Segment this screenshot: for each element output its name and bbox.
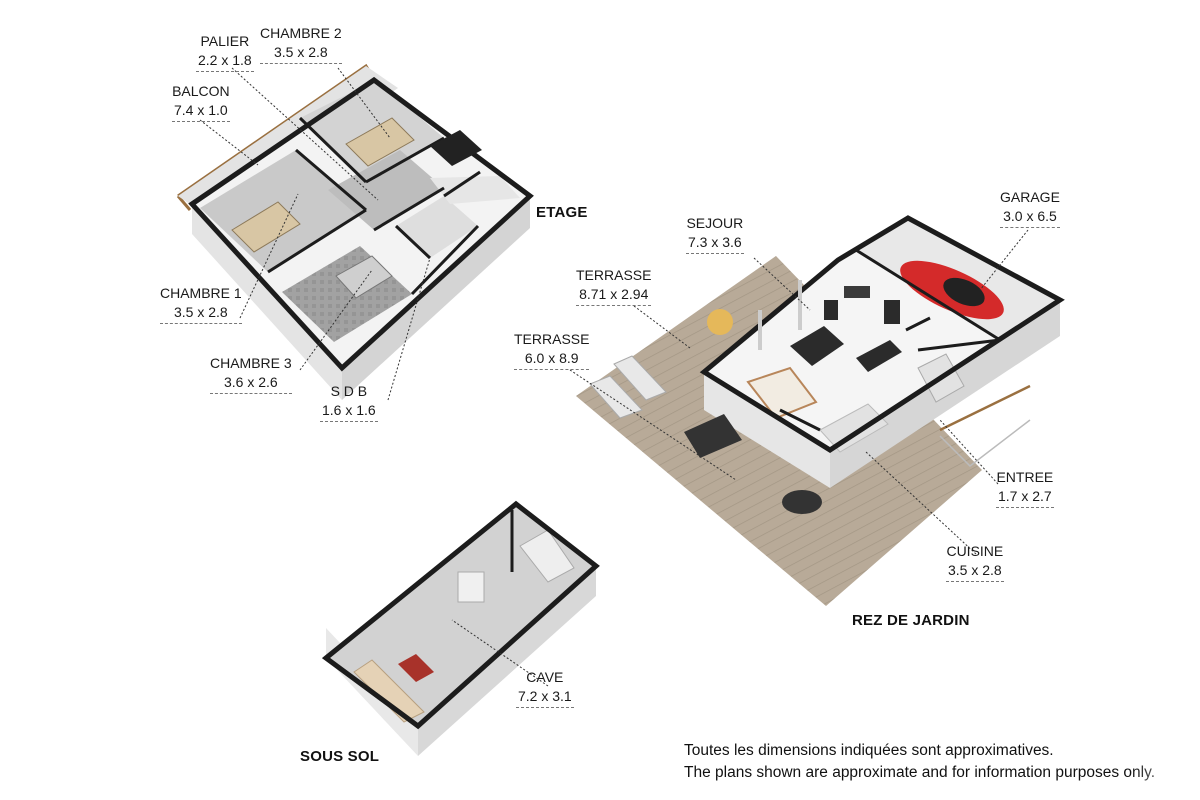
floor-title-rez-de-jardin: REZ DE JARDIN [852,612,970,629]
label-leader-lines [199,67,1029,687]
terrace-dining-table [684,414,742,458]
room-label-cuisine: CUISINE 3.5 x 2.8 [946,542,1004,582]
room-dimensions: 1.7 x 2.7 [996,487,1054,508]
bed-chambre-1 [231,201,301,253]
disclaimer-english: The plans shown are approximate and for … [684,764,1156,781]
sous-sol-floor-plan [321,500,600,756]
room-label-sejour: SEJOUR 7.3 x 3.6 [686,214,744,254]
floor-title-sous-sol: SOUS SOL [300,748,380,765]
room-name: CHAMBRE 2 [260,25,342,41]
sun-lounger-2 [613,355,667,401]
round-table-yellow [707,309,733,335]
room-label-entree: ENTREE 1.7 x 2.7 [996,468,1054,508]
boiler [457,571,485,603]
room-dimensions: 3.5 x 2.8 [260,43,342,64]
dining-table [746,366,818,420]
room-name: CUISINE [946,543,1004,559]
room-label-sdb: S D B 1.6 x 1.6 [320,382,378,422]
room-name: PALIER [200,33,250,49]
floor-title-etage: ETAGE [536,204,588,221]
room-dimensions: 3.5 x 2.8 [160,303,242,324]
etage-interior-walls [267,116,481,296]
kitchen-counter [819,403,889,453]
rez-outer-walls [699,215,1065,453]
room-dimensions: 7.3 x 3.6 [686,233,744,254]
room-name: ENTREE [996,469,1054,485]
room-name: TERRASSE [576,267,652,283]
tv-unit [844,286,870,298]
room-name: SEJOUR [686,215,744,231]
bed-chambre-3 [335,255,393,299]
terrace-round-table [782,490,822,514]
room-label-cave: CAVE 7.2 x 3.1 [516,668,574,708]
room-dimensions: 3.6 x 2.6 [210,373,292,394]
room-label-terrasse-2: TERRASSE 6.0 x 8.9 [514,330,590,370]
rez-interior-walls [779,248,1001,432]
etage-left-side-wall [192,204,342,400]
sofa [790,326,844,366]
sofa-2 [856,340,902,372]
room-label-chambre-2: CHAMBRE 2 3.5 x 2.8 [260,24,342,64]
room-dimensions: 8.71 x 2.94 [576,285,652,306]
room-dimensions: 7.2 x 3.1 [516,687,574,708]
disclaimer: Toutes les dimensions indiquées sont app… [684,740,1200,784]
etage-right-side-wall [342,196,530,400]
room-dimensions: 7.4 x 1.0 [172,101,230,122]
room-label-chambre-1: CHAMBRE 1 3.5 x 2.8 [160,284,242,324]
etage-dark-block [430,130,482,166]
cave-stairs [519,529,575,583]
room-label-chambre-3: CHAMBRE 3 3.6 x 2.6 [210,354,292,394]
armchair [824,300,838,320]
room-name: CAVE [526,669,564,685]
room-dimensions: 3.5 x 2.8 [946,561,1004,582]
room-label-garage: GARAGE 3.0 x 6.5 [1000,188,1060,228]
rez-front-left-wall [704,372,830,488]
disclaimer-french: Toutes les dimensions indiquées sont app… [684,742,1054,759]
cave-floor [326,504,596,726]
room-label-palier: PALIER 2.2 x 1.8 [196,32,254,72]
cave-right-wall [418,566,596,756]
palier-floor [328,150,444,230]
sun-lounger [589,375,643,419]
room-dimensions: 2.2 x 1.8 [196,51,254,72]
room-name: BALCON [172,83,230,99]
cave-coffee-table [398,654,434,682]
etage-outer-walls [188,76,534,372]
etage-stairwell [430,176,520,204]
armchair-2 [884,300,900,324]
etage-floor-plan [176,63,534,400]
room-name: CHAMBRE 1 [160,285,242,301]
room-dimensions: 3.0 x 6.5 [1000,207,1060,228]
room-name: S D B [330,383,368,399]
room-name: TERRASSE [514,331,590,347]
room-label-terrasse-1: TERRASSE 8.71 x 2.94 [576,266,652,306]
room-name: GARAGE [1000,189,1060,205]
cave-outer-walls [321,500,600,730]
sdb-floor [396,196,478,258]
room-name: CHAMBRE 3 [210,355,292,371]
room-dimensions: 1.6 x 1.6 [320,401,378,422]
room-label-balcon: BALCON 7.4 x 1.0 [172,82,230,122]
rez-de-jardin-floor-plan [576,215,1065,606]
room-dimensions: 6.0 x 8.9 [514,349,590,370]
bed-chambre-2 [345,117,415,167]
